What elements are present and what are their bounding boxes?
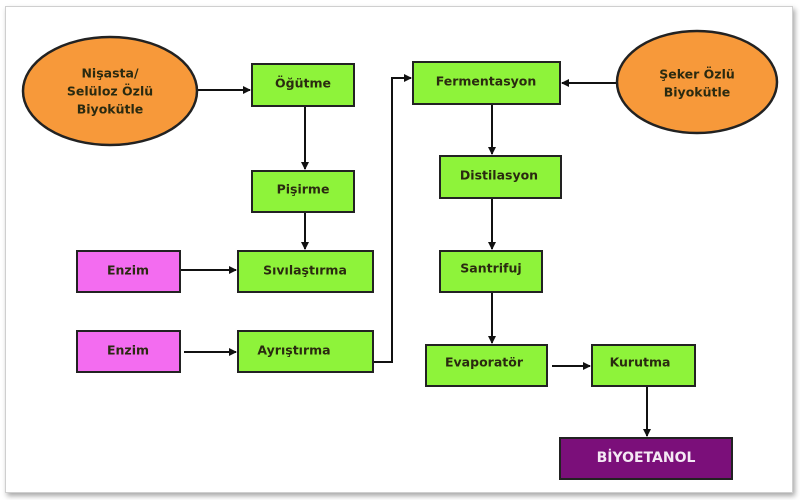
source-label-line: Biyokütle	[664, 85, 731, 100]
step-evaporator: Evaporatör	[425, 344, 548, 387]
connectors	[180, 74, 651, 437]
source-sugar-biomass: Şeker Özlü Biyokütle	[615, 29, 779, 135]
source-starch-cellulose-biomass: Nişasta/ Selüloz Özlü Biyokütle	[21, 35, 199, 147]
step-centrifuge: Santrifuj	[439, 250, 543, 293]
step-label: Evaporatör	[445, 355, 524, 370]
step-label: Sıvılaştırma	[263, 263, 347, 278]
step-label: Pişirme	[277, 182, 330, 197]
enzyme-input-saccharification: Enzim	[76, 330, 181, 373]
step-label: Santrifuj	[460, 261, 521, 276]
step-distillation: Distilasyon	[439, 155, 562, 199]
step-label: Distilasyon	[460, 168, 538, 183]
enzyme-input-liquefaction: Enzim	[76, 250, 181, 293]
source-label-line: Biyokütle	[77, 102, 144, 117]
step-label: Ayrıştırma	[257, 343, 330, 358]
step-grinding: Öğütme	[251, 63, 355, 107]
step-drying: Kurutma	[591, 344, 696, 387]
step-label: Öğütme	[275, 76, 331, 91]
source-label-line: Selüloz Özlü	[67, 84, 153, 99]
step-label: Kurutma	[610, 355, 671, 370]
product-label: BİYOETANOL	[597, 449, 696, 466]
source-label-line: Şeker Özlü	[659, 67, 735, 82]
step-liquefaction: Sıvılaştırma	[237, 250, 374, 293]
product-bioethanol: BİYOETANOL	[559, 437, 733, 480]
source-label-line: Nişasta/	[81, 66, 138, 81]
enzyme-label: Enzim	[107, 263, 149, 278]
step-saccharification: Ayrıştırma	[237, 330, 374, 373]
arrow-saccharification-to-fermentation	[373, 74, 412, 363]
enzyme-label: Enzim	[107, 343, 149, 358]
step-label: Fermentasyon	[436, 74, 537, 89]
step-cooking: Pişirme	[251, 170, 355, 213]
step-fermentation: Fermentasyon	[412, 61, 561, 105]
